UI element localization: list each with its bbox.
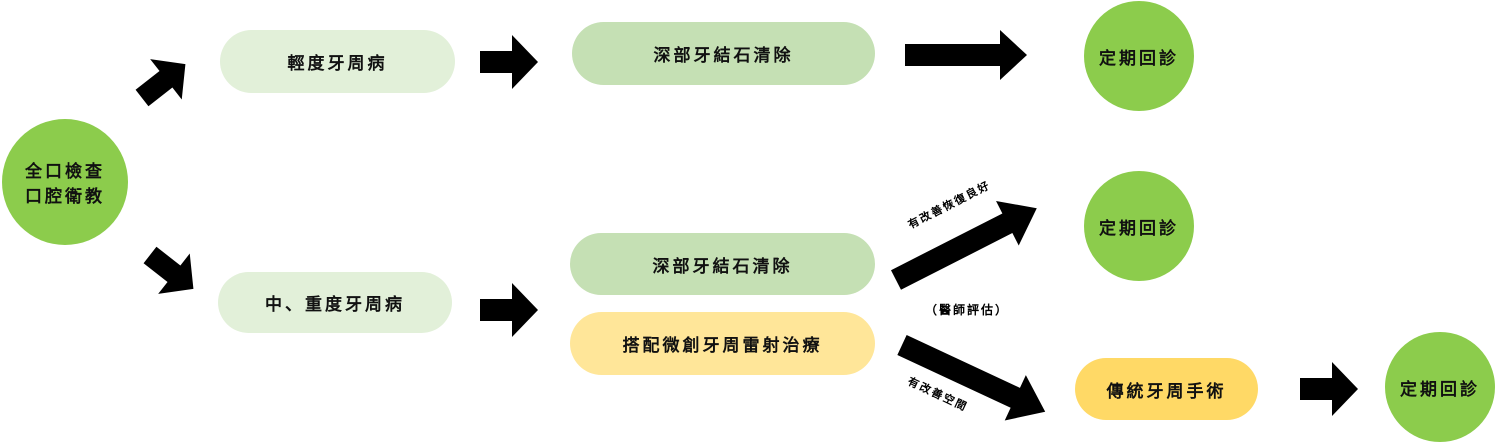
surgery-node: 傳統牙周手術 [1075, 358, 1258, 420]
start-exam-node: 全口檢查 口腔衛教 [2, 119, 128, 245]
arrow-surgery-to-recall [1300, 362, 1358, 416]
start-line1: 全口檢查 [25, 162, 105, 182]
arrow-good-recovery [891, 200, 1037, 290]
doctor-assessment-label: （醫師評估） [925, 303, 1010, 317]
start-line2: 口腔衛教 [25, 187, 105, 207]
arrow-severe-to-scaling [480, 283, 538, 337]
mild-recall-node: 定期回診 [1084, 1, 1194, 111]
surgery-recall-node: 定期回診 [1385, 332, 1495, 442]
mild-periodontitis-node: 輕度牙周病 [220, 30, 455, 93]
arrow-need-surgery [897, 335, 1046, 421]
mild-scaling-node: 深部牙結石清除 [572, 22, 875, 85]
laser-treatment-node: 搭配微創牙周雷射治療 [570, 312, 875, 375]
severe-scaling-node: 深部牙結石清除 [570, 233, 875, 295]
severe-periodontitis-node: 中、重度牙周病 [218, 272, 452, 333]
arrow-mild-to-scaling [480, 35, 538, 89]
good-recall-node: 定期回診 [1084, 171, 1194, 281]
arrow-to-severe [134, 234, 210, 310]
arrow-scaling-to-recall [905, 30, 1027, 80]
arrow-to-mild [126, 43, 202, 119]
